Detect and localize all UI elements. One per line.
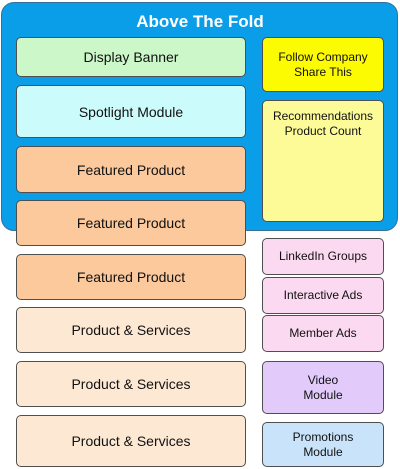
follow-company-label: Follow Company Share This xyxy=(278,49,368,79)
promotions-module-box: Promotions Module xyxy=(262,422,384,467)
linkedin-groups-box: LinkedIn Groups xyxy=(262,238,384,275)
display-banner-box: Display Banner xyxy=(16,37,246,77)
video-module-label: Video Module xyxy=(303,372,343,402)
recommendations-box: Recommendations Product Count xyxy=(262,100,384,222)
featured-product-label-2: Featured Product xyxy=(76,215,186,231)
video-module-box: Video Module xyxy=(262,361,384,414)
product-services-label-1: Product & Services xyxy=(71,322,191,338)
member-ads-box: Member Ads xyxy=(262,315,384,352)
interactive-ads-box: Interactive Ads xyxy=(262,277,384,314)
featured-product-box-2: Featured Product xyxy=(16,200,246,246)
featured-product-box-1: Featured Product xyxy=(16,146,246,193)
spotlight-module-label: Spotlight Module xyxy=(78,103,184,120)
featured-product-box-3: Featured Product xyxy=(16,254,246,300)
product-services-box-3: Product & Services xyxy=(16,415,246,467)
spotlight-module-box: Spotlight Module xyxy=(16,85,246,138)
recommendations-label: Recommendations Product Count xyxy=(272,109,374,138)
featured-product-label-3: Featured Product xyxy=(76,269,186,285)
featured-product-label-1: Featured Product xyxy=(76,161,186,178)
interactive-ads-label: Interactive Ads xyxy=(283,288,363,302)
fold-title: Above The Fold xyxy=(136,12,264,31)
product-services-label-2: Product & Services xyxy=(71,376,191,392)
product-services-box-2: Product & Services xyxy=(16,361,246,407)
promotions-module-label: Promotions Module xyxy=(292,429,354,459)
linkedin-groups-label: LinkedIn Groups xyxy=(278,249,368,263)
member-ads-label: Member Ads xyxy=(289,326,357,340)
display-banner-label: Display Banner xyxy=(83,49,179,65)
product-services-box-1: Product & Services xyxy=(16,307,246,353)
product-services-label-3: Product & Services xyxy=(71,433,191,449)
follow-company-box: Follow Company Share This xyxy=(262,37,384,92)
